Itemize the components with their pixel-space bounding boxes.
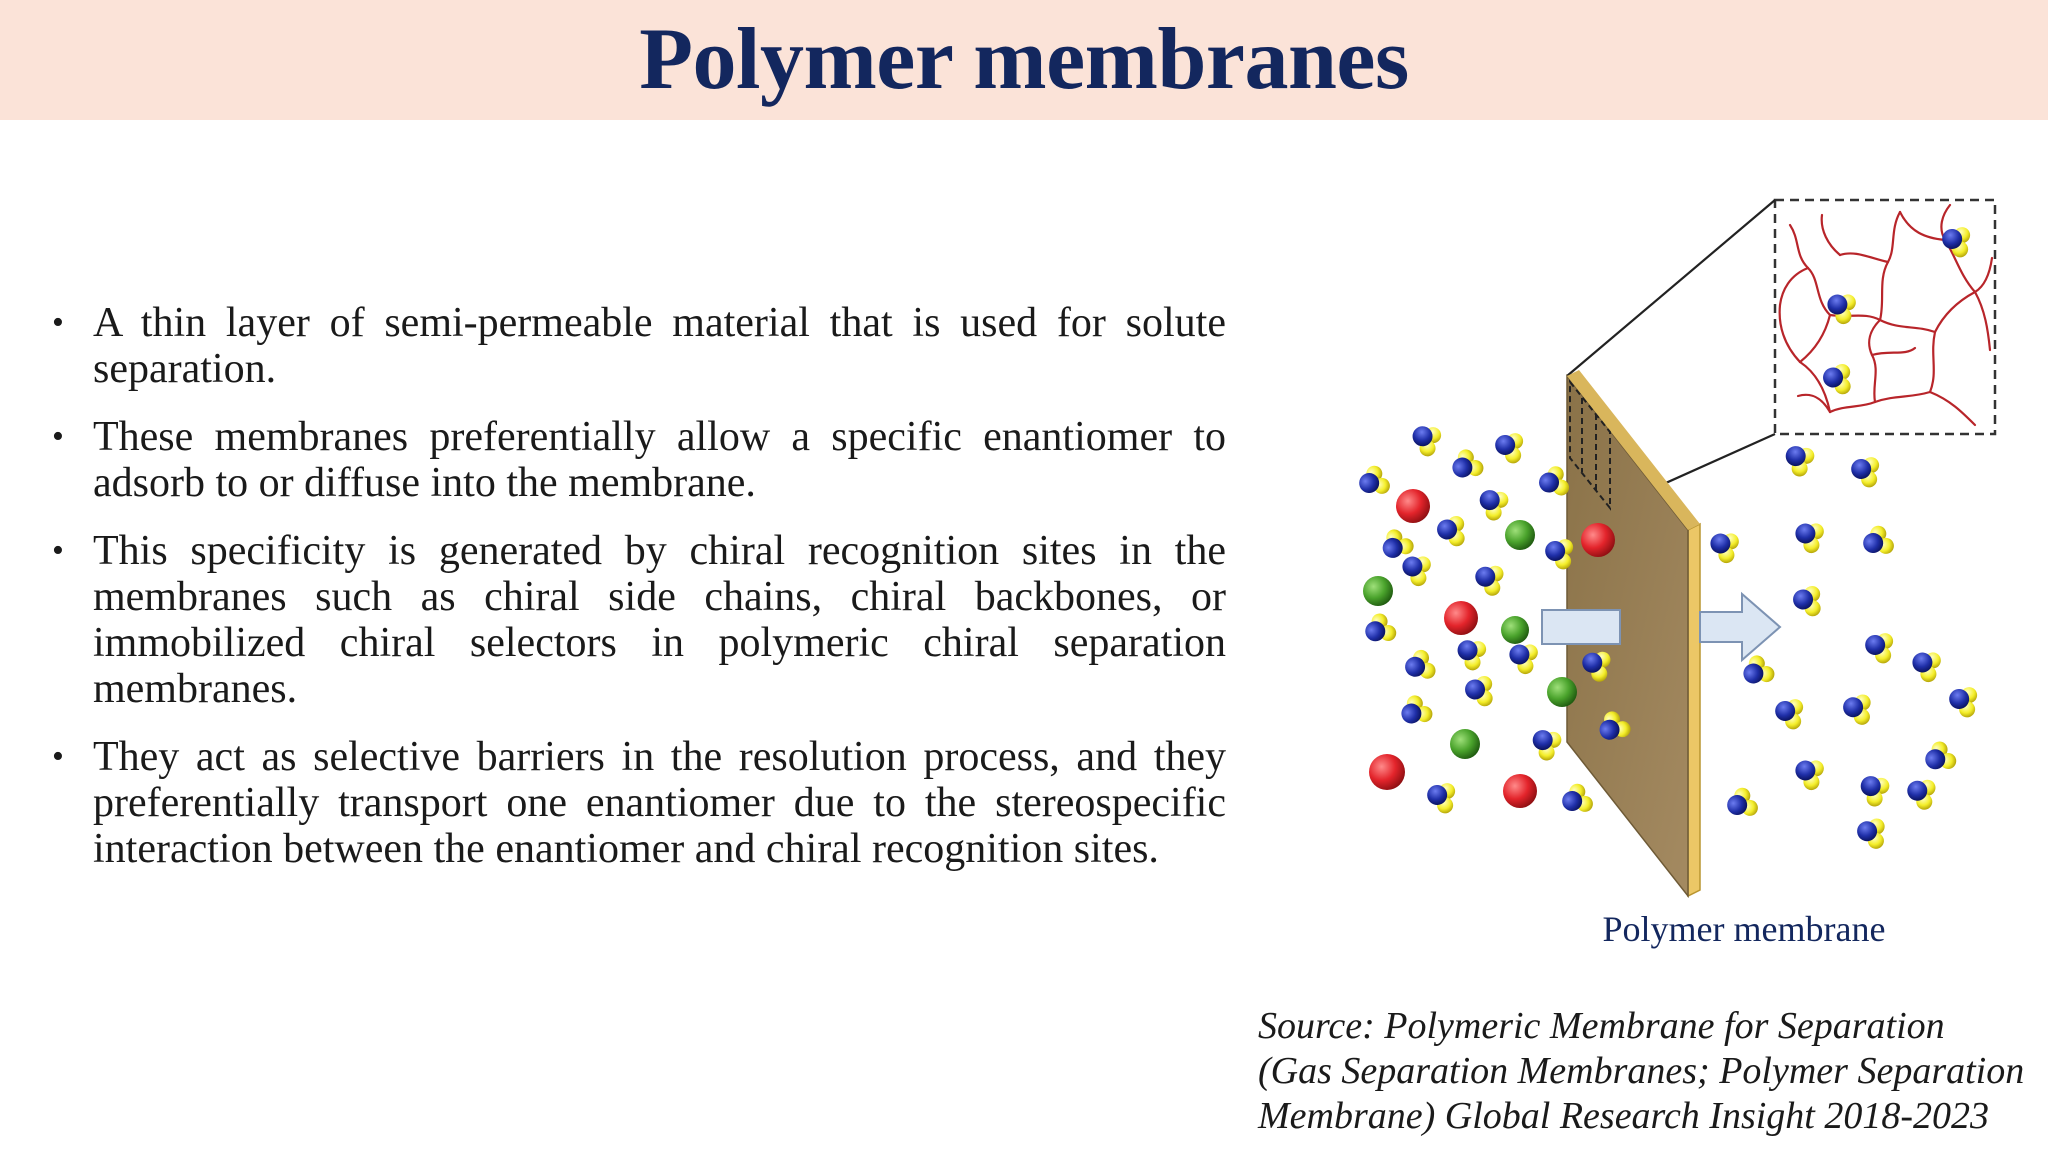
- green-spheres: [1363, 520, 1577, 759]
- bullet-marker: •: [52, 532, 64, 569]
- membrane-top: [1567, 370, 1700, 530]
- blue-yellow-molecule: [1402, 556, 1431, 587]
- title-band: [0, 0, 2048, 120]
- bullet-item: • A thin layer of semi-permeable materia…: [52, 300, 1226, 392]
- bullet-item: • This specificity is generated by chira…: [52, 528, 1226, 712]
- flow-arrow-in: [1541, 609, 1621, 645]
- red-sphere: [1581, 523, 1615, 557]
- blue-yellow-molecules: [1359, 227, 1978, 849]
- blue-yellow-molecule: [1412, 426, 1442, 457]
- membrane-illustration: [1359, 198, 1997, 899]
- membrane-edge: [1687, 522, 1701, 898]
- bullet-marker: •: [52, 738, 64, 775]
- blue-yellow-molecule: [1532, 730, 1562, 761]
- blue-yellow-molecule: [1582, 651, 1611, 682]
- blue-yellow-molecule: [1925, 741, 1957, 770]
- red-sphere: [1503, 774, 1537, 808]
- blue-yellow-molecule: [1359, 465, 1390, 494]
- blue-yellow-molecule: [1907, 779, 1936, 810]
- blue-yellow-molecule: [1912, 652, 1941, 683]
- blue-yellow-molecule: [1437, 515, 1465, 547]
- source-citation: Source: Polymeric Membrane for Separatio…: [1258, 1004, 2048, 1139]
- blue-yellow-molecule: [1599, 711, 1631, 740]
- blue-yellow-molecule: [1795, 523, 1824, 554]
- blue-yellow-molecule: [1710, 533, 1739, 564]
- bullet-marker: •: [52, 304, 64, 341]
- bullet-text: This specificity is generated by chiral …: [93, 528, 1226, 712]
- blue-yellow-molecule: [1457, 640, 1487, 671]
- blue-yellow-molecule: [1539, 466, 1570, 496]
- blue-yellow-molecule: [1785, 446, 1815, 477]
- blue-yellow-molecule: [1949, 687, 1978, 718]
- blue-yellow-molecule: [1775, 699, 1804, 730]
- source-line: Membrane) Global Research Insight 2018-2…: [1258, 1095, 1990, 1137]
- red-sphere: [1396, 489, 1430, 523]
- blue-yellow-molecule: [1823, 363, 1851, 395]
- red-enantiomer-spheres: [1369, 489, 1615, 808]
- source-line: (Gas Separation Membranes; Polymer Separ…: [1258, 1050, 2025, 1092]
- blue-yellow-molecule: [1495, 433, 1524, 464]
- bullet-text: A thin layer of semi-permeable material …: [93, 300, 1226, 392]
- blue-yellow-molecule: [1843, 694, 1871, 725]
- bullet-text: These membranes preferentially allow a s…: [93, 414, 1226, 506]
- green-sphere: [1363, 576, 1393, 606]
- blue-yellow-molecule: [1452, 449, 1484, 478]
- bullet-item: • They act as selective barriers in the …: [52, 734, 1226, 872]
- figure-caption: Polymer membrane: [1602, 909, 1886, 949]
- bullet-marker: •: [52, 418, 64, 455]
- red-sphere: [1444, 601, 1478, 635]
- blue-yellow-molecule: [1863, 525, 1894, 554]
- green-sphere: [1547, 677, 1577, 707]
- green-sphere: [1505, 520, 1535, 550]
- blue-yellow-molecule: [1743, 655, 1775, 684]
- blue-yellow-molecule: [1465, 675, 1493, 707]
- red-sphere: [1369, 754, 1405, 790]
- blue-yellow-molecule: [1365, 613, 1397, 642]
- bullet-item: • These membranes preferentially allow a…: [52, 414, 1226, 506]
- green-sphere: [1450, 729, 1480, 759]
- flow-arrow-out: [1699, 591, 1782, 663]
- membrane-detail-box: [1569, 379, 1611, 511]
- blue-yellow-molecule: [1727, 787, 1758, 816]
- blue-yellow-molecule: [1942, 227, 1971, 258]
- blue-yellow-molecule: [1865, 633, 1894, 664]
- blue-yellow-molecule: [1857, 818, 1885, 849]
- blue-yellow-molecule: [1795, 760, 1824, 791]
- blue-yellow-molecule: [1475, 565, 1504, 596]
- blue-yellow-molecule: [1479, 490, 1509, 521]
- blue-yellow-molecule: [1793, 585, 1821, 617]
- blue-yellow-molecule: [1405, 649, 1436, 679]
- blue-yellow-molecule: [1382, 529, 1414, 558]
- blue-yellow-molecule: [1851, 457, 1880, 488]
- polymer-network: [1778, 203, 1994, 427]
- blue-yellow-molecule: [1827, 294, 1856, 325]
- bullet-list: • A thin layer of semi-permeable materia…: [52, 300, 1226, 894]
- blue-yellow-molecule: [1545, 539, 1574, 570]
- green-sphere: [1501, 616, 1529, 644]
- blue-yellow-molecule: [1860, 776, 1890, 807]
- blue-yellow-molecule: [1427, 783, 1456, 814]
- blue-yellow-molecule: [1509, 644, 1538, 675]
- source-line: Source: Polymeric Membrane for Separatio…: [1258, 1005, 1945, 1047]
- slide-title: Polymer membranes: [639, 11, 1409, 108]
- blue-yellow-molecule: [1562, 783, 1593, 812]
- bullet-text: They act as selective barriers in the re…: [93, 734, 1226, 872]
- blue-yellow-molecule: [1401, 695, 1433, 724]
